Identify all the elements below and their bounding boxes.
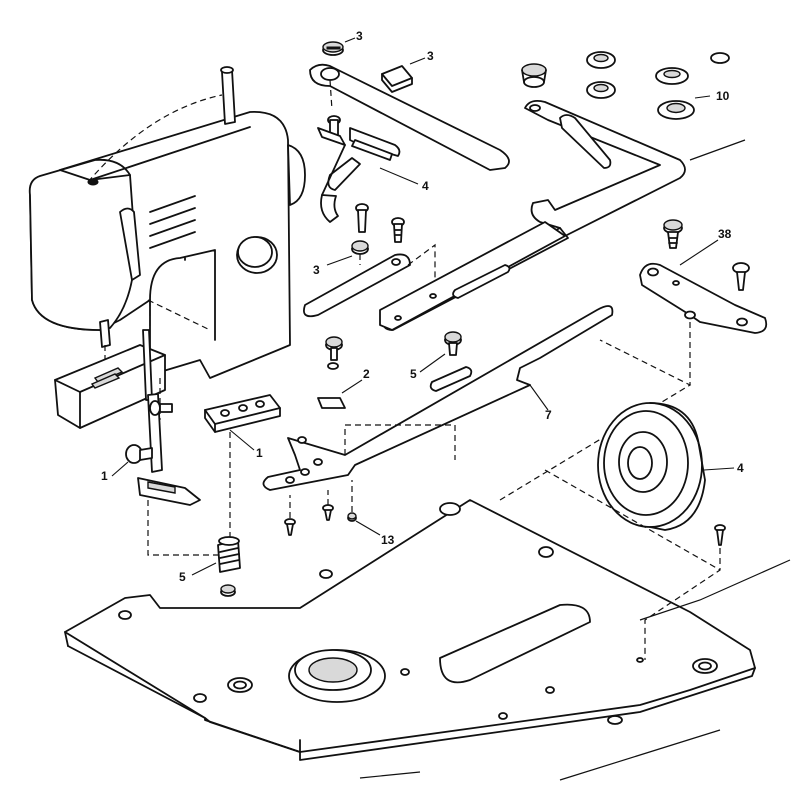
small-bracket-parts xyxy=(317,115,401,223)
callout-4-bracket: 4 xyxy=(422,179,429,193)
callout-1-plate: 1 xyxy=(256,446,263,460)
small-arm-part xyxy=(303,243,436,318)
screw-spacer-parts xyxy=(317,331,462,409)
screws-middle xyxy=(351,203,405,265)
spring-part xyxy=(217,536,241,597)
right-bracket-part xyxy=(639,219,768,385)
callout-38: 38 xyxy=(718,227,732,241)
callout-2: 2 xyxy=(363,367,370,381)
bushings-washers xyxy=(521,51,730,120)
callout-labels: 3 3 10 4 38 3 5 2 7 1 1 4 13 5 xyxy=(101,29,744,584)
base-plate xyxy=(64,499,791,781)
slotted-lever-part xyxy=(379,99,746,331)
top-lever-part xyxy=(309,41,510,171)
callout-3-mid: 3 xyxy=(313,263,320,277)
callout-5-spring: 5 xyxy=(179,570,186,584)
small-screws-bottom xyxy=(284,480,357,536)
callout-13: 13 xyxy=(381,533,395,547)
callout-7: 7 xyxy=(545,408,552,422)
callout-4-wheel: 4 xyxy=(737,461,744,475)
callout-3-guide: 3 xyxy=(427,49,434,63)
sewing-machine xyxy=(28,66,306,429)
presser-foot-assembly xyxy=(125,300,230,556)
callout-3-top: 3 xyxy=(356,29,363,43)
wheel-part xyxy=(544,402,726,660)
callout-1-foot: 1 xyxy=(101,469,108,483)
needle-plate-part xyxy=(204,394,281,545)
callout-5-screw: 5 xyxy=(410,367,417,381)
callout-10: 10 xyxy=(716,89,730,103)
